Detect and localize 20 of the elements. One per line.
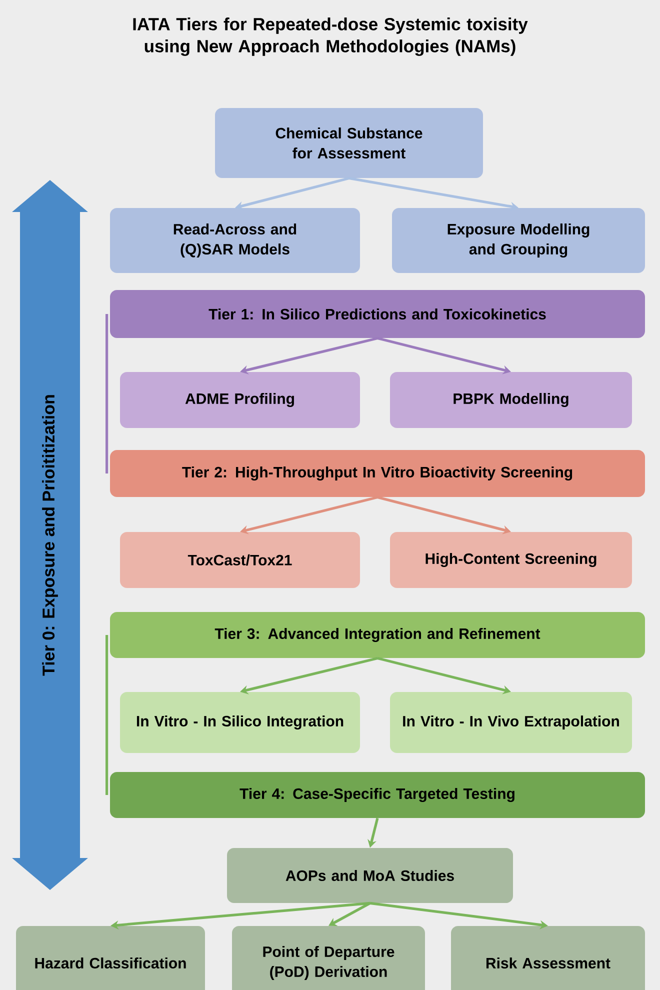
connector-line [106,635,108,795]
process-box: Hazard Classification [16,926,205,990]
process-box: Read-Across and (Q)SAR Models [110,208,360,273]
process-box: In Vitro - In Vivo Extrapolation [390,692,632,753]
title: IATA Tiers for Repeated-dose Systemic toxisity using New Approach Methodologies (NAMs) [133,18,528,56]
process-box: AOPs and MoA Studies [227,848,513,903]
process-box: Point of Departure (PoD) Derivation [232,926,425,990]
process-box: Chemical Substance for Assessment [215,108,483,178]
process-box: PBPK Modelling [390,372,632,428]
tier-banner: Tier 4: Case-Specific Targeted Testing [110,772,645,818]
process-box: High-Content Screening [390,532,632,588]
tier-banner: Tier 3: Advanced Integration and Refinement [110,612,645,658]
process-box: Risk Assessment [451,926,645,990]
tier-banner: Tier 1: In Silico Predictions and Toxicokinetics [110,290,645,338]
tier-banner: Tier 2: High-Throughput In Vitro Bioactivity Screening [110,450,645,497]
connector-line [106,314,108,474]
process-box: ToxCast/Tox21 [120,532,360,588]
process-box: In Vitro - In Silico Integration [120,692,360,753]
process-box: Exposure Modelling and Grouping [392,208,645,273]
process-box: ADME Profiling [120,372,360,428]
